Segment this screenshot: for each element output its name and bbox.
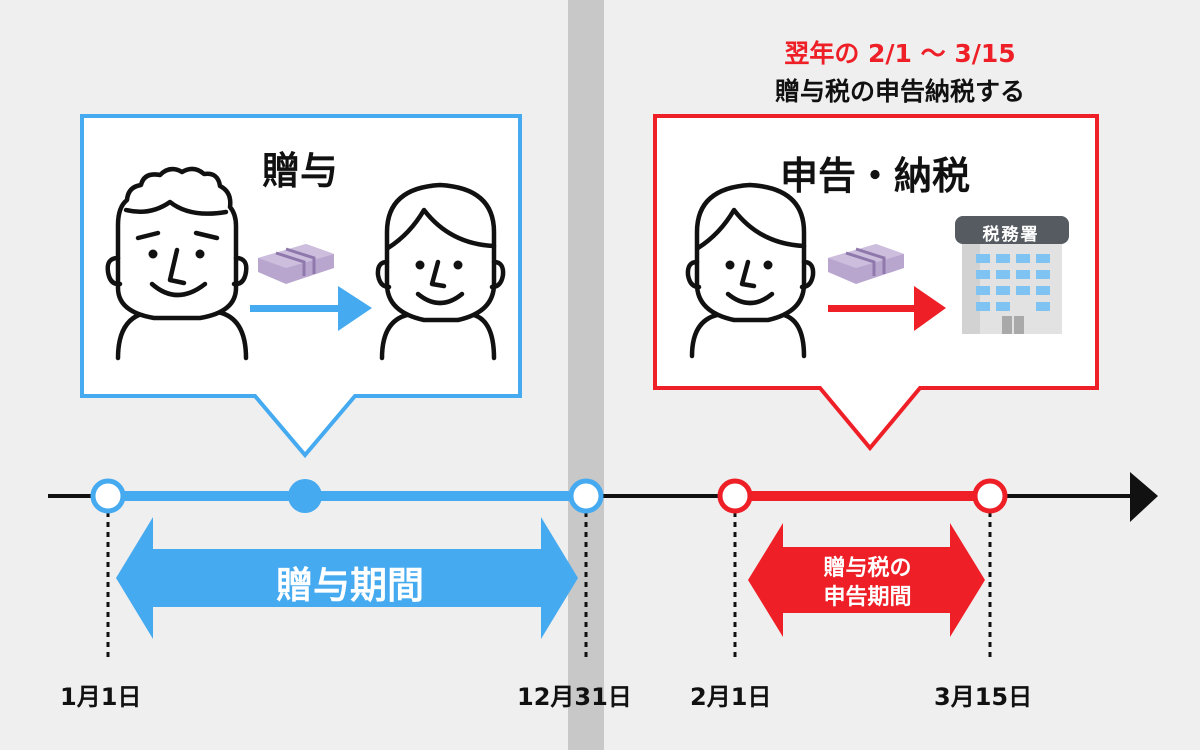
date-mar-15: 3月15日: [934, 683, 1033, 711]
year-divider: [568, 0, 604, 750]
filing-period-label: 贈与税の 申告期間: [780, 554, 955, 612]
money-bundle-icon: [828, 244, 904, 284]
filing-box-title: 申告・納税: [779, 154, 970, 198]
young-man-eye: [453, 260, 463, 270]
young-man-eye: [763, 260, 773, 270]
gift-arrow-icon: [250, 286, 372, 331]
filing-period-label-line2: 申告期間: [823, 585, 912, 610]
date-guide-lines: [106, 512, 992, 660]
old-man-eye: [195, 249, 205, 259]
tax-office-building-icon: [955, 216, 1069, 334]
node-feb-1: [717, 478, 753, 514]
node-jan-1: [90, 478, 126, 514]
filing-instruction-note: 贈与税の申告納税する: [774, 77, 1025, 106]
gift-box-title: 贈与: [261, 149, 338, 193]
tax-office-sign: 税務署: [982, 225, 1040, 245]
young-man-icon: [685, 182, 816, 359]
node-mar-15: [972, 478, 1008, 514]
node-gift-date: [288, 479, 322, 513]
gift-period-arrow: [116, 517, 578, 639]
date-feb-1: 2月1日: [690, 683, 772, 711]
young-man-eye: [415, 260, 425, 270]
money-bundle-icon: [258, 244, 334, 284]
filing-arrow-icon: [828, 286, 946, 331]
node-dec-31: [568, 478, 604, 514]
young-man-eye: [725, 260, 735, 270]
old-man-icon: [105, 166, 249, 361]
young-man-icon: [375, 182, 506, 361]
gift-period-label: 贈与期間: [276, 564, 424, 607]
old-man-eye: [148, 249, 158, 259]
date-dec-31: 12月31日: [517, 683, 632, 711]
filing-period-arrow: [748, 523, 985, 637]
filing-period-label-line1: 贈与税の: [823, 556, 912, 581]
date-jan-1: 1月1日: [60, 683, 142, 711]
filing-deadline-note: 翌年の 2/1 ～ 3/15: [784, 39, 1016, 68]
